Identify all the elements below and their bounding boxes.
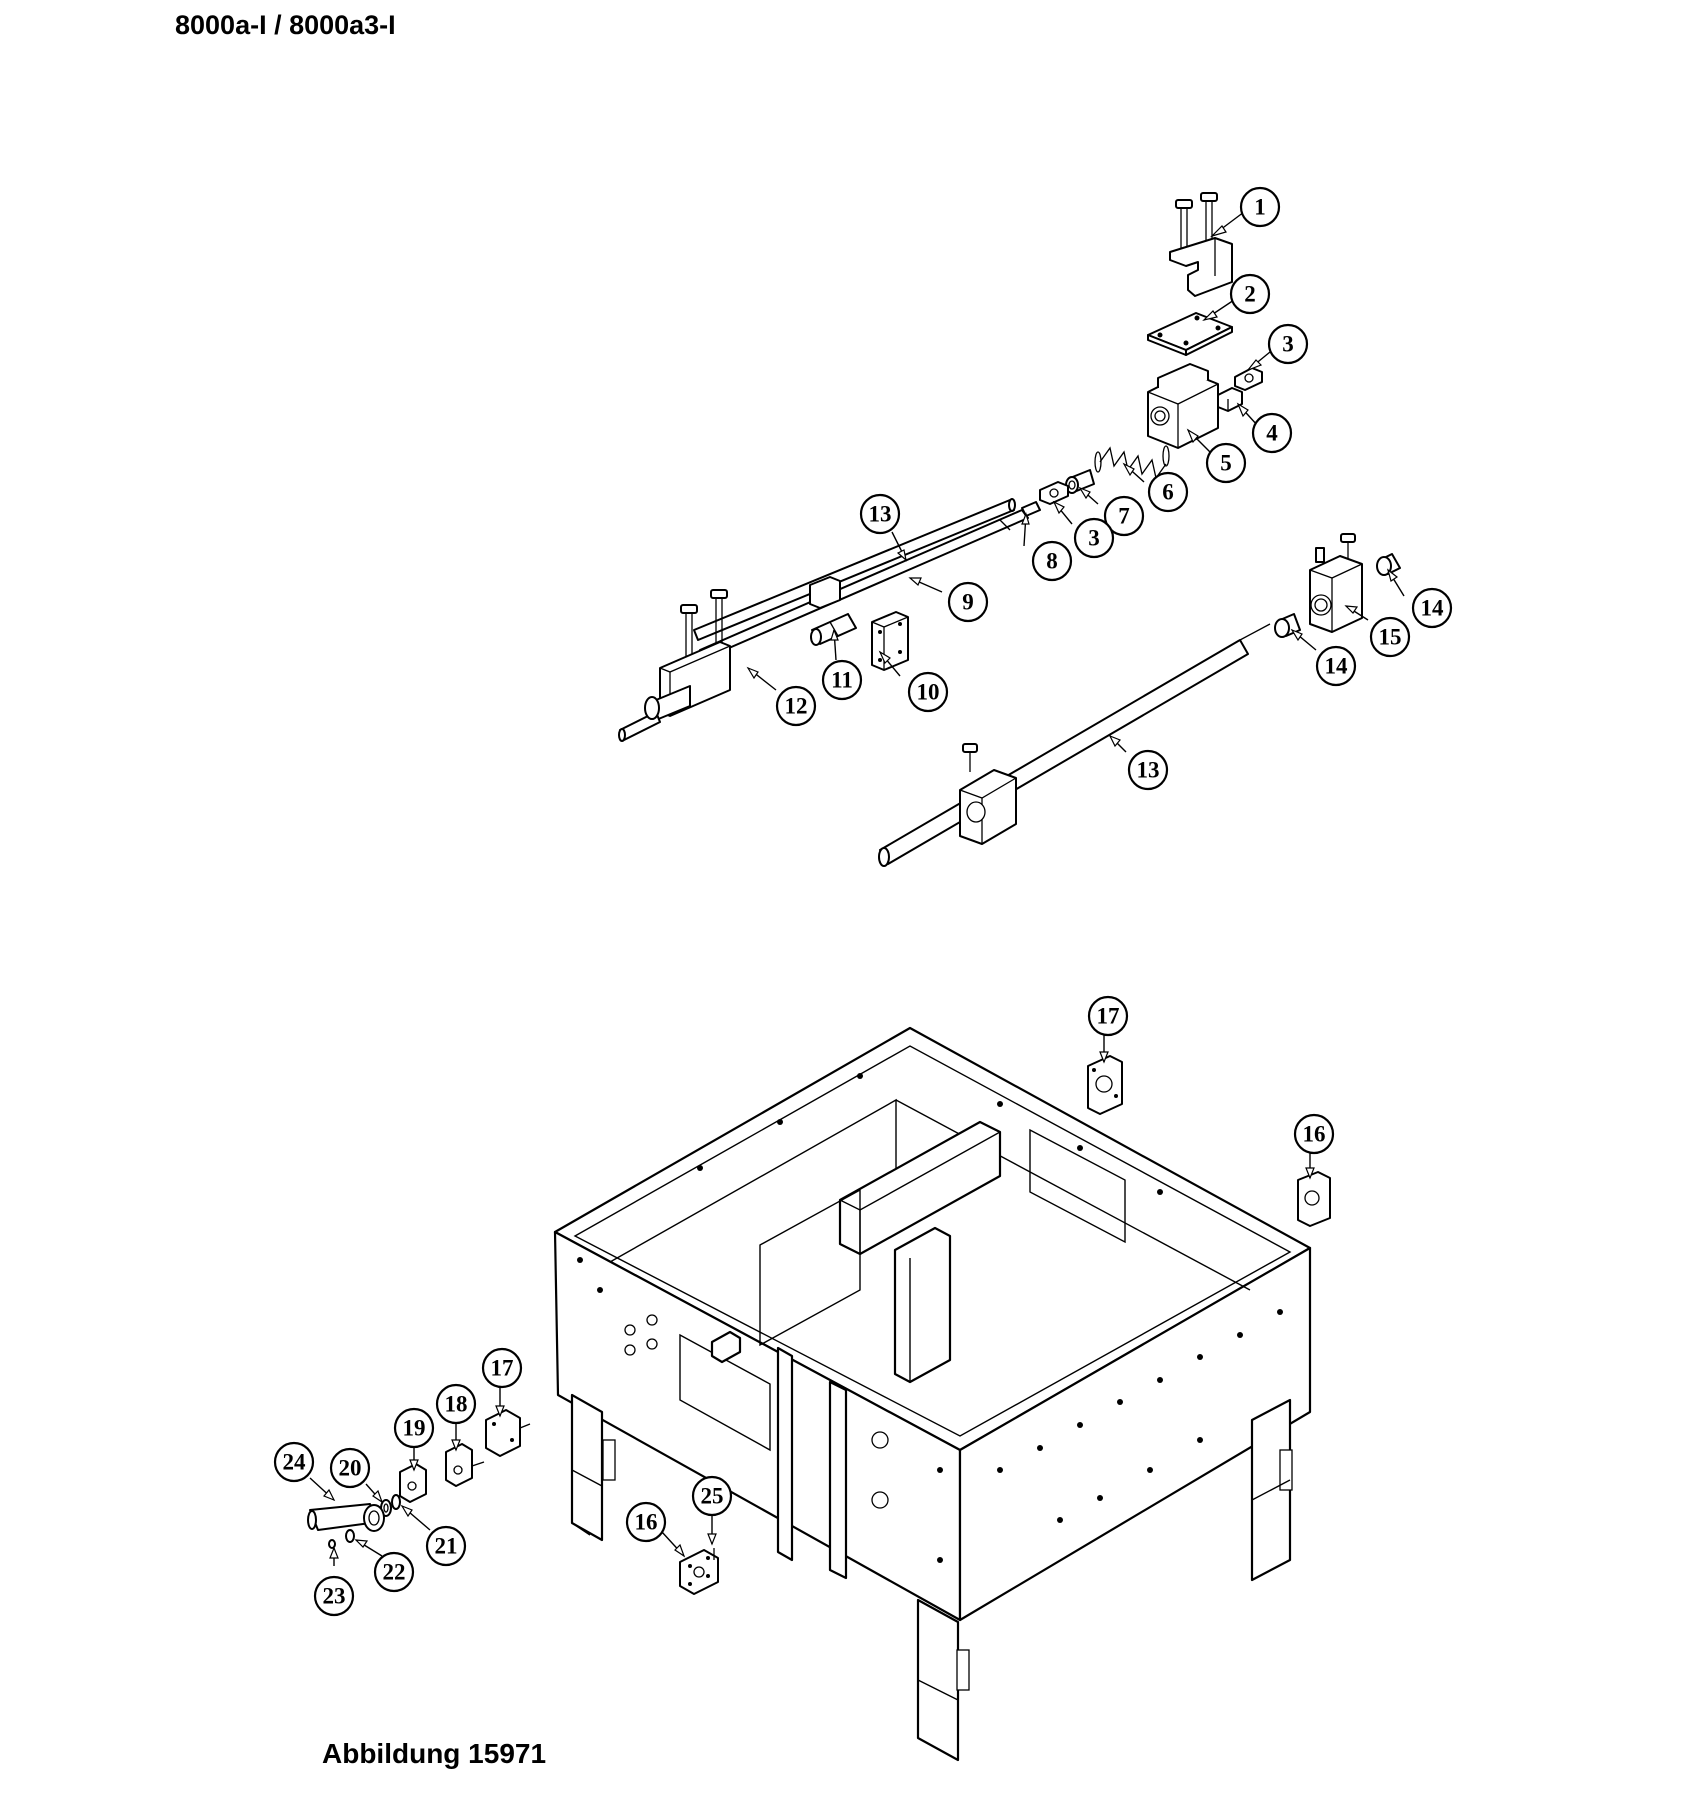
callout-label: 17 — [491, 1356, 514, 1381]
callout: 15 — [1369, 616, 1411, 658]
callout: 16 — [625, 1501, 667, 1543]
callout-label: 13 — [1137, 758, 1160, 783]
callout: 14 — [1315, 645, 1357, 687]
callout-label: 14 — [1421, 596, 1445, 621]
callout-label: 17 — [1097, 1004, 1120, 1029]
callout: 17 — [481, 1347, 523, 1389]
callout-label: 3 — [1282, 332, 1294, 357]
callout-label: 25 — [701, 1484, 724, 1509]
callout: 24 — [273, 1441, 315, 1483]
callout: 13 — [1127, 749, 1169, 791]
part-13-rod-lower — [878, 623, 1271, 867]
callout-label: 21 — [435, 1534, 458, 1559]
part-18-bracket — [445, 1443, 485, 1487]
part-24-crank — [307, 1503, 385, 1532]
part-13-rod-upper — [693, 498, 1016, 641]
callout-label: 7 — [1118, 504, 1130, 529]
callout-label: 24 — [283, 1450, 307, 1475]
callout: 2 — [1229, 273, 1271, 315]
callout-label: 1 — [1254, 195, 1266, 220]
callout-label: 4 — [1266, 421, 1278, 446]
part-10-clamp-block — [871, 611, 909, 671]
callout-label: 19 — [403, 1416, 426, 1441]
callout: 23 — [313, 1575, 355, 1617]
callout: 21 — [425, 1525, 467, 1567]
callout-label: 9 — [962, 590, 974, 615]
callout-label: 3 — [1088, 526, 1100, 551]
part-4-block — [1217, 387, 1243, 412]
model-title: 8000a-I / 8000a3-I — [175, 10, 396, 40]
callout: 11 — [821, 659, 863, 701]
callout-label: 16 — [635, 1510, 658, 1535]
callout: 3 — [1267, 323, 1309, 365]
part-19-block — [399, 1463, 427, 1503]
part-8-rod-end — [1021, 501, 1041, 517]
part-9-rod — [699, 509, 1029, 659]
rod-mount-bracket — [809, 576, 841, 609]
callout: 13 — [859, 493, 901, 535]
callout: 18 — [435, 1383, 477, 1425]
callout-label: 8 — [1046, 549, 1058, 574]
callout: 17 — [1087, 995, 1129, 1037]
part-5-housing — [1147, 363, 1219, 449]
callout-label: 11 — [831, 668, 853, 693]
part-7-bushing — [1065, 469, 1095, 494]
callout-label: 13 — [869, 502, 892, 527]
callout: 16 — [1293, 1113, 1335, 1155]
part-16-plate-bottom — [679, 1549, 719, 1595]
part-3-nut-plate — [1234, 367, 1263, 391]
callout-label: 16 — [1303, 1122, 1326, 1147]
rod-holder-block — [959, 743, 1017, 845]
callout: 22 — [373, 1551, 415, 1593]
part-17-plate-top — [1087, 1055, 1123, 1115]
callout-label: 6 — [1162, 480, 1174, 505]
callout: 4 — [1251, 412, 1293, 454]
callout: 10 — [907, 671, 949, 713]
part-23-screw — [328, 1539, 336, 1549]
part-2-plate — [1147, 312, 1233, 356]
callout: 5 — [1205, 442, 1247, 484]
callout-label: 15 — [1379, 625, 1402, 650]
callout: 14 — [1411, 587, 1453, 629]
part-16-plate-right — [1297, 1171, 1331, 1227]
part-12-left-housing — [618, 589, 731, 742]
part-21-washer — [391, 1494, 401, 1510]
callout: 8 — [1031, 540, 1073, 582]
machine-frame — [553, 1026, 1312, 1762]
part-6-spring — [1094, 445, 1170, 480]
part-1-bracket — [1169, 192, 1233, 297]
part-17-plate-left — [485, 1409, 531, 1457]
callout: 3 — [1073, 517, 1115, 559]
callout-label: 22 — [383, 1560, 406, 1585]
callout-label: 23 — [323, 1584, 346, 1609]
callout-label: 5 — [1220, 451, 1232, 476]
callout-label: 10 — [917, 680, 940, 705]
callout-label: 14 — [1325, 654, 1349, 679]
part-3-nut-plate-lower — [1039, 481, 1069, 505]
part-15-bracket — [1309, 533, 1363, 633]
part-22-washer — [345, 1529, 355, 1543]
figure-caption: Abbildung 15971 — [322, 1738, 547, 1769]
callout: 1 — [1239, 186, 1281, 228]
callout: 9 — [947, 581, 989, 623]
part-14-bushing-lower — [1274, 613, 1301, 638]
leader-lines — [309, 211, 1405, 1566]
callout-label: 18 — [445, 1392, 468, 1417]
callout: 7 — [1103, 495, 1145, 537]
callout: 6 — [1147, 471, 1189, 513]
callout: 12 — [775, 685, 817, 727]
callout-label: 20 — [339, 1456, 362, 1481]
callout-label: 2 — [1244, 282, 1256, 307]
callout: 19 — [393, 1407, 435, 1449]
callout: 25 — [691, 1475, 733, 1517]
callout: 20 — [329, 1447, 371, 1489]
callout-label: 12 — [785, 694, 808, 719]
